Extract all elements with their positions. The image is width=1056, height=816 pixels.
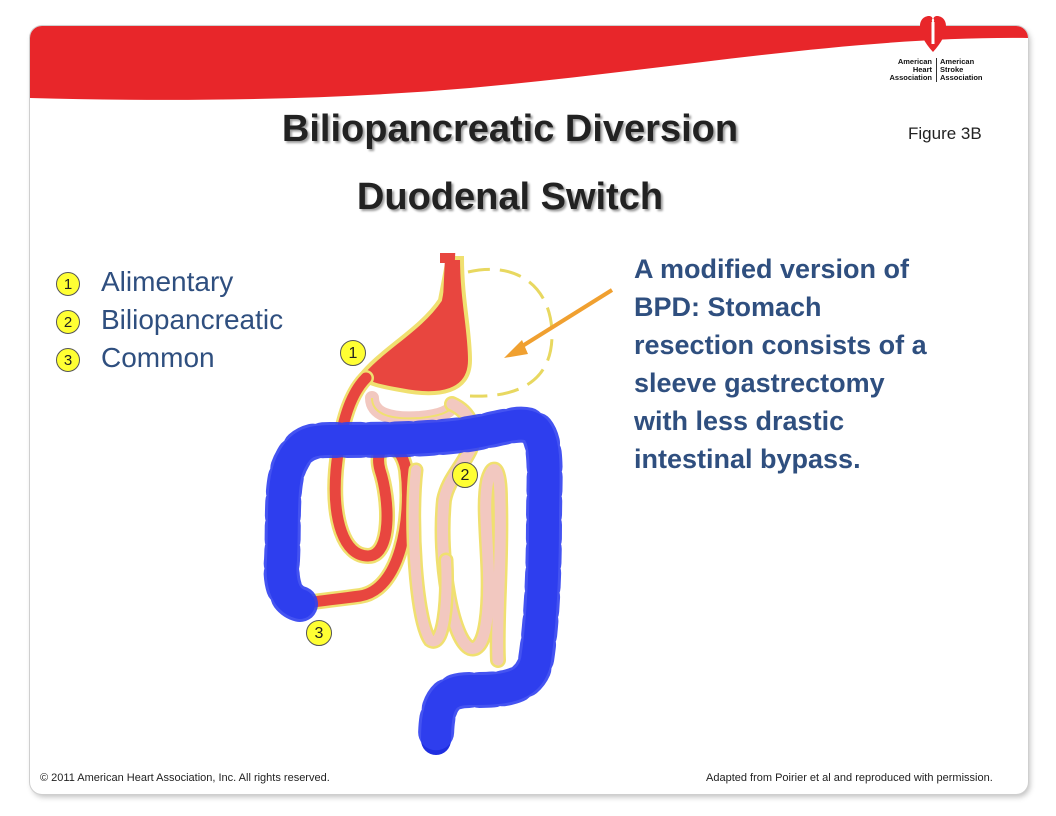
resected-stomach-outline xyxy=(467,267,554,398)
heart-torch-icon xyxy=(920,16,946,52)
logo-text-line: American xyxy=(897,57,932,66)
procedure-description: A modified version of BPD: Stomach resec… xyxy=(634,254,927,474)
esophagus xyxy=(440,253,456,301)
logo-text-line: Association xyxy=(940,73,983,82)
logo-text-line: Stroke xyxy=(940,65,964,74)
slide-title: Biliopancreatic Diversion xyxy=(281,108,739,150)
aha-wordmark: American Heart Association xyxy=(872,58,932,82)
annotation-arrow-shaft xyxy=(514,288,614,352)
footer-copyright: © 2011 American Heart Association, Inc. … xyxy=(40,772,330,784)
footer-attribution: Adapted from Poirier et al and reproduce… xyxy=(706,772,993,784)
aha-asa-logo: American Heart Association American Stro… xyxy=(872,14,992,98)
annotation-arrow-head xyxy=(504,340,528,358)
logo-text-line: American xyxy=(940,57,975,66)
figure-label: Figure 3B xyxy=(908,124,982,143)
alimentary-limb-core xyxy=(294,372,413,610)
legend-label: Biliopancreatic xyxy=(101,304,284,335)
legend-number-badge: 2 xyxy=(56,310,80,334)
legend-number-badge: 3 xyxy=(56,348,80,372)
biliopancreatic-loop-core xyxy=(408,465,452,647)
diagram-marker-alimentary: 1 xyxy=(340,340,366,366)
diagram-marker-biliopancreatic: 2 xyxy=(452,462,478,488)
header-band xyxy=(30,26,1028,100)
colon-haustra xyxy=(263,406,563,758)
slide-subtitle: Duodenal Switch xyxy=(356,176,664,218)
legend-label: Alimentary xyxy=(101,266,234,297)
logo-text-line: Association xyxy=(889,73,932,82)
logo-text-line: Heart xyxy=(912,65,932,74)
legend-number-badge: 1 xyxy=(56,272,80,296)
diagram-marker-common: 3 xyxy=(306,620,332,646)
sleeve-stomach xyxy=(357,256,473,396)
asa-wordmark: American Stroke Association xyxy=(936,58,998,82)
legend-label: Common xyxy=(101,342,215,373)
